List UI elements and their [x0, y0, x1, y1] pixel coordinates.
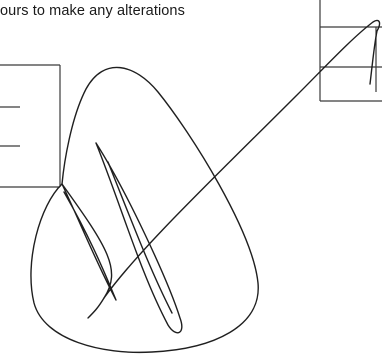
instruction-text: ours to make any alterations — [0, 3, 185, 19]
left-form-table — [0, 64, 61, 188]
scribble-diagonal-stroke — [61, 19, 381, 299]
scribble-inner-loop-1 — [61, 183, 117, 301]
scribble-tail — [87, 297, 105, 319]
scribble-inner-loop-2 — [95, 142, 183, 334]
handwritten-scribble — [30, 19, 381, 354]
scribble-large-loop — [30, 66, 259, 354]
scribble-inner-loop-3 — [107, 161, 173, 314]
right-form-table — [319, 0, 382, 102]
